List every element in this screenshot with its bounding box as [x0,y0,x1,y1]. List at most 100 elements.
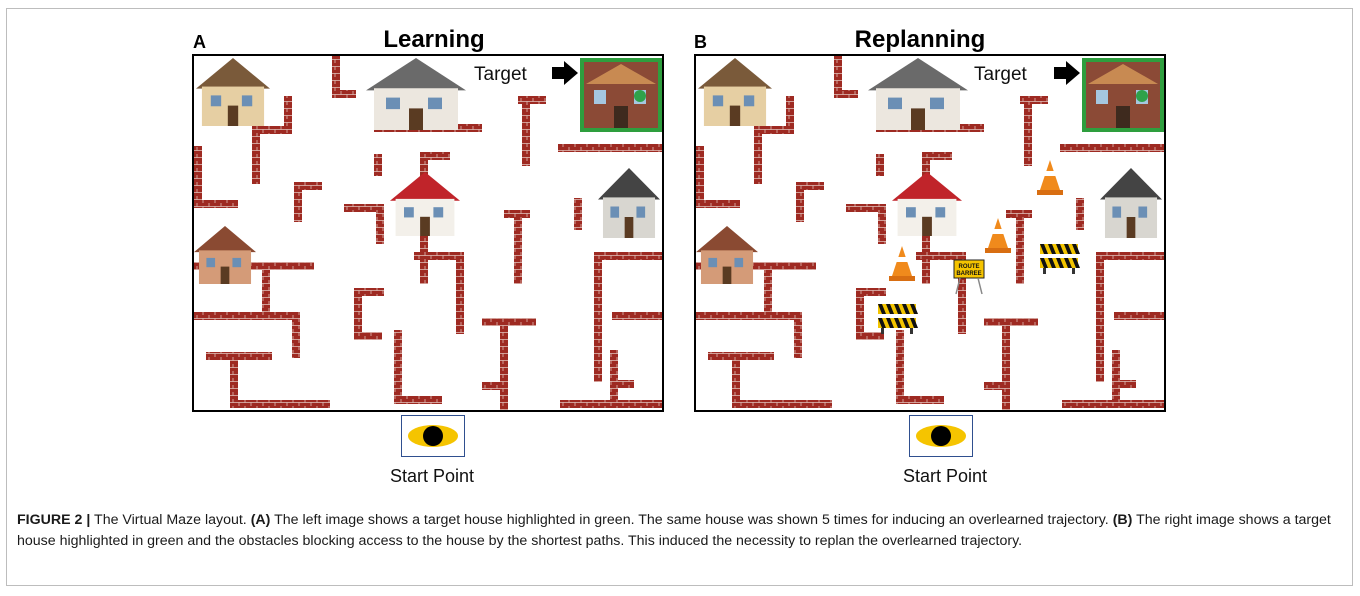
maze-wall [500,318,508,410]
house-icon [892,172,962,236]
target-house-icon [580,58,662,132]
house-icon [598,168,660,238]
maze-wall [732,352,740,408]
maze-wall [230,400,330,408]
maze-wall [558,144,662,152]
panel-a-start-marker [401,415,465,457]
maze-wall [376,204,384,244]
house-icon [390,172,460,236]
maze-wall [344,204,384,212]
maze-wall [754,126,762,184]
maze-wall [194,262,314,270]
house-icon [1100,168,1162,238]
maze-wall [394,330,402,404]
panel-a-start-label: Start Point [389,466,475,486]
maze-wall [896,330,904,404]
target-house-icon [1082,58,1164,132]
maze-wall [1096,252,1104,382]
maze-wall [1112,380,1136,388]
panel-a-target-label: Target [474,64,527,85]
maze-wall [560,400,662,408]
arrow-right-icon [1054,61,1080,85]
maze-wall [518,96,546,104]
eye-icon [408,425,458,447]
caption-intro: The Virtual Maze layout. [90,512,251,528]
maze-wall [354,288,362,336]
caption-figure-label: FIGURE 2 | [17,512,91,528]
maze-wall [456,252,464,334]
maze-wall [374,154,382,176]
maze-wall [764,262,772,312]
caption-b-label: (B) [1112,512,1133,528]
panel-a-title: Learning [383,26,485,53]
maze-wall [896,396,944,404]
maze-wall [252,126,260,184]
maze-wall [1002,318,1010,410]
maze-wall [1112,350,1120,404]
house-icon [196,58,270,126]
maze-wall [594,252,602,382]
maze-wall [1024,96,1032,166]
sign-text-line-1: ROUTE [959,264,980,270]
maze-wall [574,198,582,230]
maze-wall [610,380,634,388]
maze-a-walls [194,56,662,410]
maze-wall [394,396,442,404]
maze-wall [332,90,356,98]
maze-wall [794,312,802,358]
maze-wall [482,318,536,326]
maze-wall [834,90,858,98]
caption-a-text: The left image shows a target house high… [270,512,1113,528]
maze-learning [192,54,664,412]
maze-wall [522,96,530,166]
maze-wall [1060,144,1164,152]
maze-wall [194,312,300,320]
maze-wall [230,352,238,408]
maze-wall [610,350,618,404]
maze-wall [984,382,1010,390]
house-icon [698,58,772,126]
maze-wall [504,210,530,218]
maze-wall [1016,210,1024,284]
maze-wall [922,152,952,160]
maze-wall [206,352,272,360]
maze-wall [984,318,1038,326]
maze-wall [1076,198,1084,230]
arrow-right-icon [552,61,578,85]
panel-b-letter: B [694,32,707,52]
maze-wall [1062,400,1164,408]
maze-wall [194,146,202,208]
maze-wall [708,352,774,360]
maze-wall [846,204,886,212]
maze-wall [294,182,322,190]
house-icon [194,226,256,284]
maze-wall [294,182,302,222]
maze-wall [696,200,740,208]
maze-wall [796,182,824,190]
panel-b-start-marker [909,415,973,457]
maze-wall [856,288,864,336]
maze-wall [732,400,832,408]
maze-wall [876,154,884,176]
maze-wall [292,312,300,358]
maze-wall [754,126,794,134]
maze-wall [252,126,292,134]
caption-b-text: The right image shows a target house hig… [17,512,1331,549]
panel-b-start-label: Start Point [902,466,988,486]
maze-wall [1114,312,1164,320]
maze-wall [856,288,886,296]
maze-wall [482,382,508,390]
maze-wall [916,252,966,260]
maze-wall [958,252,966,334]
maze-wall [856,332,884,340]
panel-b-title: Replanning [854,26,986,53]
sign-text-line-2: BARREE [956,271,981,277]
panel-b-target-label: Target [974,64,1027,85]
maze-wall [262,262,270,312]
traffic-cone-icon [985,218,1011,253]
maze-wall [1020,96,1048,104]
maze-wall [414,252,464,260]
